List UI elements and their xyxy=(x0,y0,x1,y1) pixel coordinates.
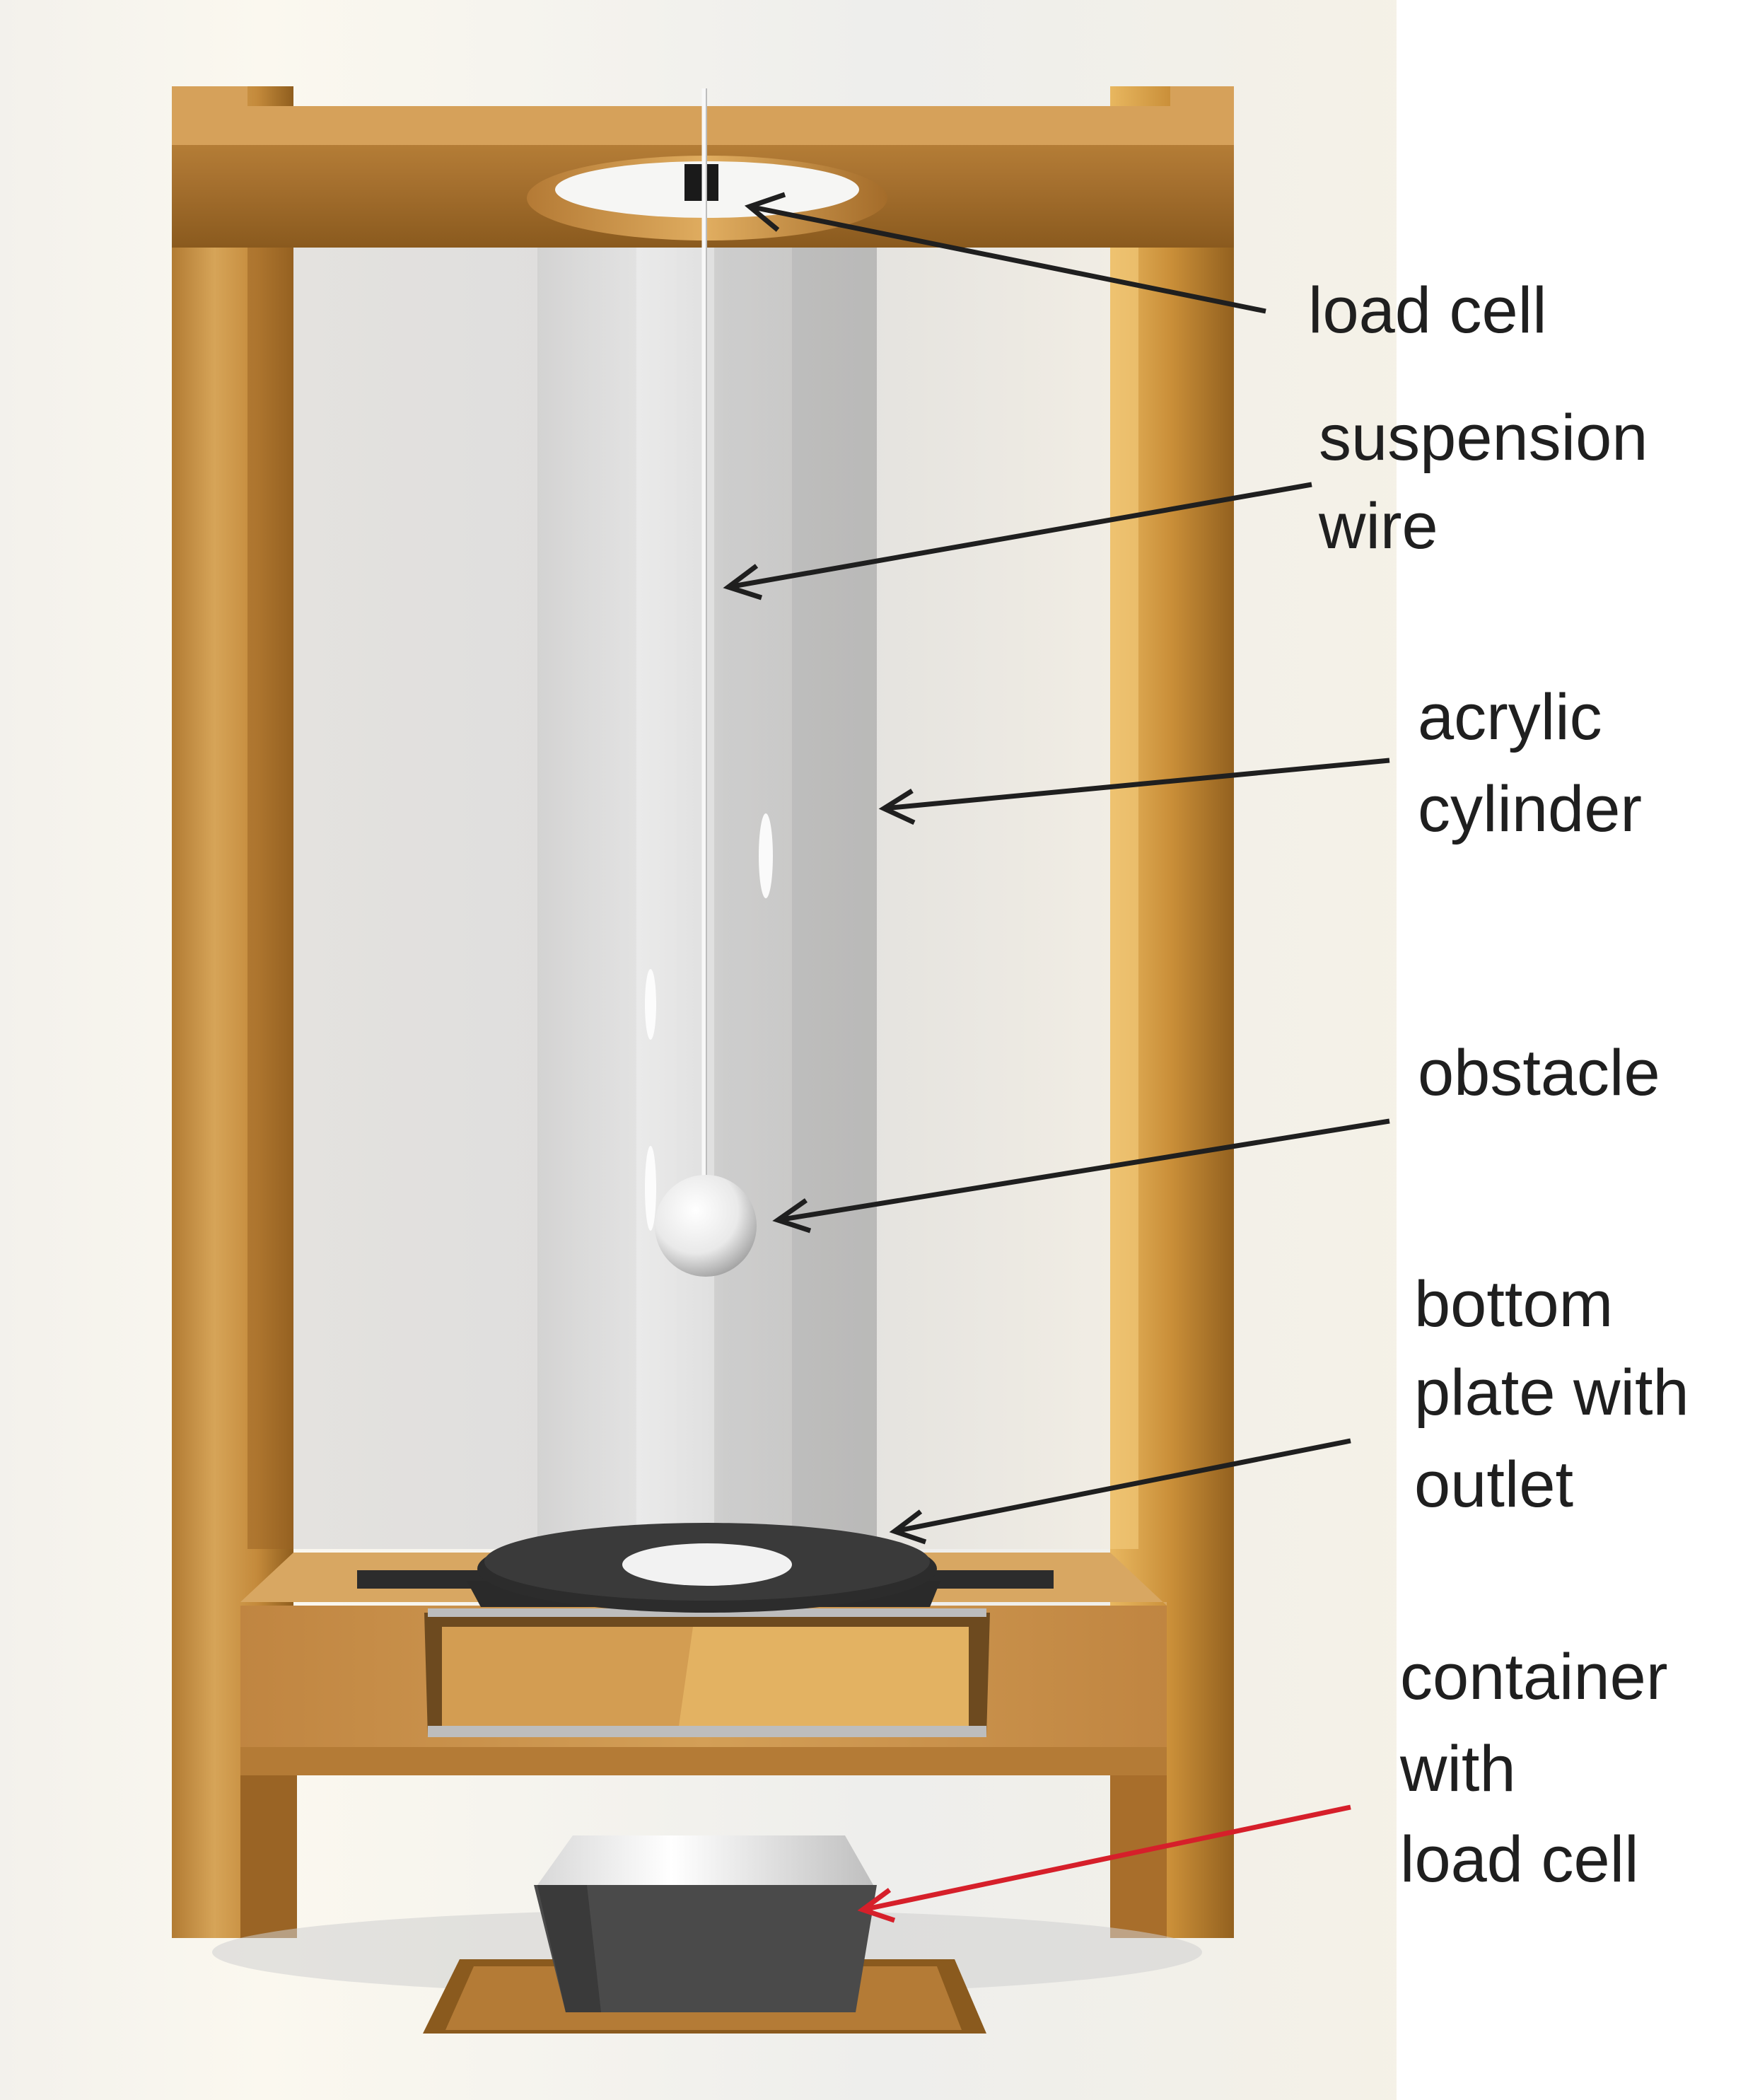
right-margin xyxy=(1397,0,1760,2100)
label-load-cell-bottom: load cell xyxy=(1400,1823,1639,1896)
arrow-obstacle xyxy=(772,1118,1390,1234)
frame-left-leg xyxy=(240,1775,297,1938)
label-plate-with: plate with xyxy=(1414,1357,1689,1429)
label-wire: wire xyxy=(1318,490,1438,562)
container-with-load-cell xyxy=(423,1835,986,2034)
top-load-cell xyxy=(684,164,718,201)
label-outlet: outlet xyxy=(1414,1449,1573,1521)
obstacle-sphere xyxy=(655,1175,757,1277)
arrow-bottom-plate xyxy=(889,1438,1351,1545)
arrow-acrylic-cylinder xyxy=(878,758,1390,825)
label-load-cell: load cell xyxy=(1308,274,1547,347)
arrow-load-cell xyxy=(744,192,1266,314)
label-container: container xyxy=(1400,1641,1667,1713)
frame-right-post-glow xyxy=(1110,248,1138,1549)
arrow-container xyxy=(857,1804,1351,1923)
label-suspension: suspension xyxy=(1319,402,1648,474)
arrow-suspension-wire xyxy=(723,482,1312,601)
label-with: with xyxy=(1399,1733,1516,1805)
label-bottom: bottom xyxy=(1414,1268,1613,1340)
label-cylinder: cylinder xyxy=(1418,773,1642,845)
bottom-plate-with-outlet xyxy=(357,1523,1054,1613)
frame-left-post-shade xyxy=(247,248,293,1549)
label-acrylic: acrylic xyxy=(1418,681,1602,753)
outlet-hole xyxy=(622,1543,792,1586)
label-obstacle: obstacle xyxy=(1418,1037,1660,1109)
